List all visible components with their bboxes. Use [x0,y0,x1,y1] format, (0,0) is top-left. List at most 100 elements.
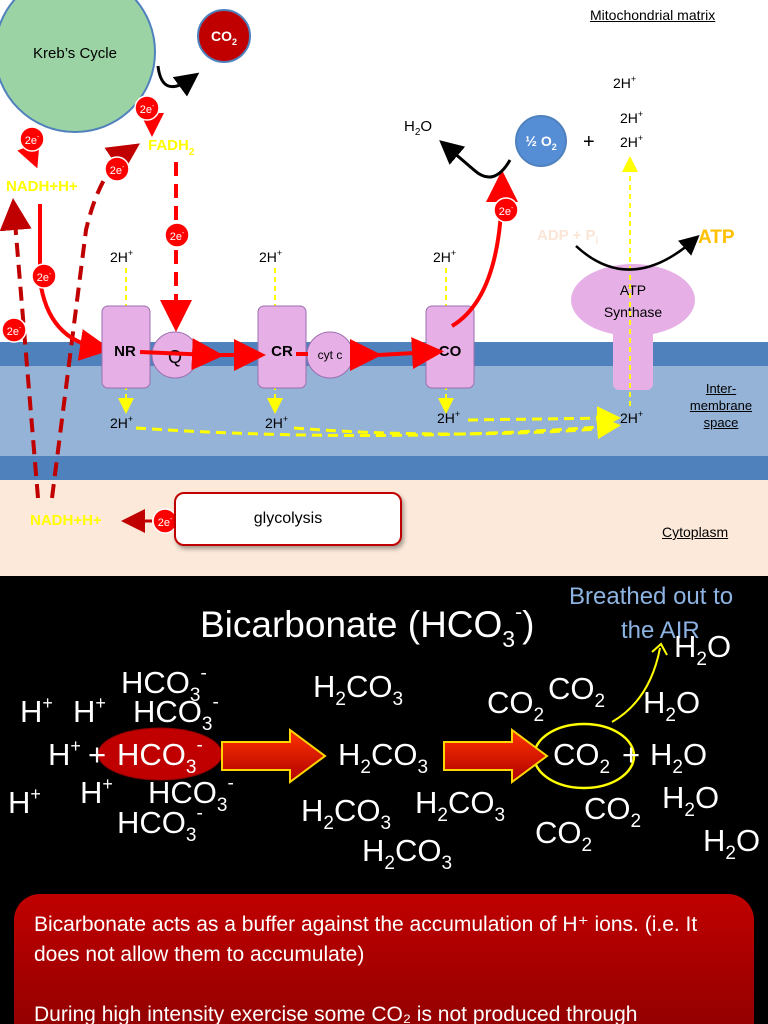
bicarbonate-diagram: Bicarbonate (HCO3-) Breathed out to the … [8,583,760,874]
hco3-1: HCO3- [121,663,207,706]
electron-transport-diagram: Kreb’s Cycle CO2 2e- 2e- FADH2 NADH+H+ 2… [0,0,768,576]
proton-cr-top: 2H+ [259,248,282,265]
h2co3-4: H2CO3 [362,833,452,874]
cytochrome-c-label: cyt c [318,348,343,362]
electron-badge-5: 2e- [31,263,57,289]
reaction-arrow-1 [221,728,327,784]
svg-text:2e-: 2e- [25,134,40,147]
h-ion-1: H+ [20,693,53,729]
hco3-main: HCO3- [117,735,203,778]
atp-synthase-stalk [613,320,653,390]
info-paragraph-1: Bicarbonate acts as a buffer against the… [34,913,698,966]
fadh2-label: FADH2 [148,137,195,158]
region-label-cytoplasm: Cytoplasm [662,524,729,540]
water-formation-arrow [439,140,512,179]
nadh-cytoplasm-label: NADH+H+ [30,512,102,529]
breath-out-arrow [611,647,661,723]
gradient-flow-3 [467,406,621,431]
breath-out-arrowhead [651,642,668,656]
svg-text:2e-: 2e- [158,516,173,529]
co2-released-label: CO2 [211,28,237,47]
proton-co-ims: 2H+ [437,409,460,426]
breathed-out-line-1: Breathed out to [569,583,733,610]
electron-flow-5 [377,337,444,370]
h2co3-1: H2CO3 [313,669,403,710]
svg-text:2e-: 2e- [37,271,52,284]
proton-cr-ims: 2H+ [265,414,288,431]
gradient-flow-1 [135,415,621,440]
proton-co-top: 2H+ [433,248,456,265]
breathed-out-line-2: the AIR [621,617,700,644]
reaction-arrow-2 [443,728,549,784]
electron-badge-1: 2e- [134,95,160,121]
info-paragraph-2: During high intensity exercise some CO₂ … [34,1003,638,1024]
h2co3-main: H2CO3 [338,737,428,778]
atp-label: ATP [698,227,735,248]
svg-text:2e-: 2e- [170,230,185,243]
bicarbonate-title: Bicarbonate (HCO3-) [200,601,534,652]
h2o-product-2: H2O [662,780,719,821]
hco3-2: HCO3- [133,692,219,735]
svg-text:2e-: 2e- [7,325,22,338]
h2o-product-3: H2O [703,823,760,864]
atp-synthase-label-2: Synthase [604,304,663,320]
proton-nr-top: 2H+ [110,248,133,265]
hco3-3: HCO3- [148,773,234,816]
reactant-plus: + [88,737,106,772]
co2-arrow [156,65,200,97]
svg-text:2e-: 2e- [110,164,125,177]
atp-synthase-label-1: ATP [620,282,646,298]
proton-matrix-3: 2H+ [620,133,643,150]
electron-badge-7: 2e- [493,197,519,223]
complex-nr [101,305,151,389]
h-ion-5: H+ [80,774,113,810]
co2-released-circle [197,9,251,63]
h2o-product-main: H2O [650,737,707,778]
h2o-breathed: H2O [674,629,731,670]
info-box: Bicarbonate acts as a buffer against the… [14,894,754,1024]
electron-flow-1 [139,338,224,371]
co2-product-4: CO2 [535,815,592,856]
product-plus: + [622,737,640,772]
proton-matrix-2: 2H+ [620,109,643,126]
half-oxygen-label: ½ O2 [525,133,556,152]
co2-product-2: CO2 [548,671,605,712]
region-label-matrix: Mitochondrial matrix [590,7,716,23]
h2co3-3: H2CO3 [415,785,505,826]
electron-badge-6: 2e- [164,222,190,248]
water-label: H2O [404,118,432,138]
glycolysis-label: glycolysis [253,510,323,527]
adp-label: ADP + Pi [537,227,599,247]
nadh-label: NADH+H+ [6,178,78,195]
proton-synthase-ims: 2H+ [620,409,643,426]
co2-product-main: CO2 [553,737,610,778]
glycolysis-box: glycolysis [174,492,402,546]
half-oxygen-circle [515,115,567,167]
gradient-flow-2 [293,426,613,436]
electron-badge-3: 2e- [104,156,130,182]
complex-co-label: CO [439,343,462,360]
krebs-cycle-label: Kreb’s Cycle [33,45,117,62]
electron-badge-2: 2e- [19,126,45,152]
co2-product-3: CO2 [584,791,641,832]
plus-sign: + [583,131,595,153]
h-ion-4: H+ [8,784,41,820]
region-label-intermembrane: Inter-membrane space [689,381,753,430]
svg-text:2e-: 2e- [140,103,155,116]
electron-badge-4: 2e- [1,317,27,343]
proton-matrix-1: 2H+ [613,74,636,91]
hco3-4: HCO3- [117,803,203,846]
complex-cr-label: CR [271,343,293,360]
proton-nr-ims: 2H+ [110,414,133,431]
electron-badge-8: 2e- [152,508,178,534]
svg-text:2e-: 2e- [499,205,514,218]
atp-formation-arrow [575,235,700,271]
atp-synthase-head [571,264,695,336]
outer-membrane-band [0,456,768,480]
co2-product-1: CO2 [487,685,544,726]
h2o-product-1: H2O [643,685,700,726]
complex-nr-label: NR [114,343,136,360]
glycolysis-nadh-path-left [0,198,40,499]
glycolysis-nadh-path-right [50,143,140,499]
